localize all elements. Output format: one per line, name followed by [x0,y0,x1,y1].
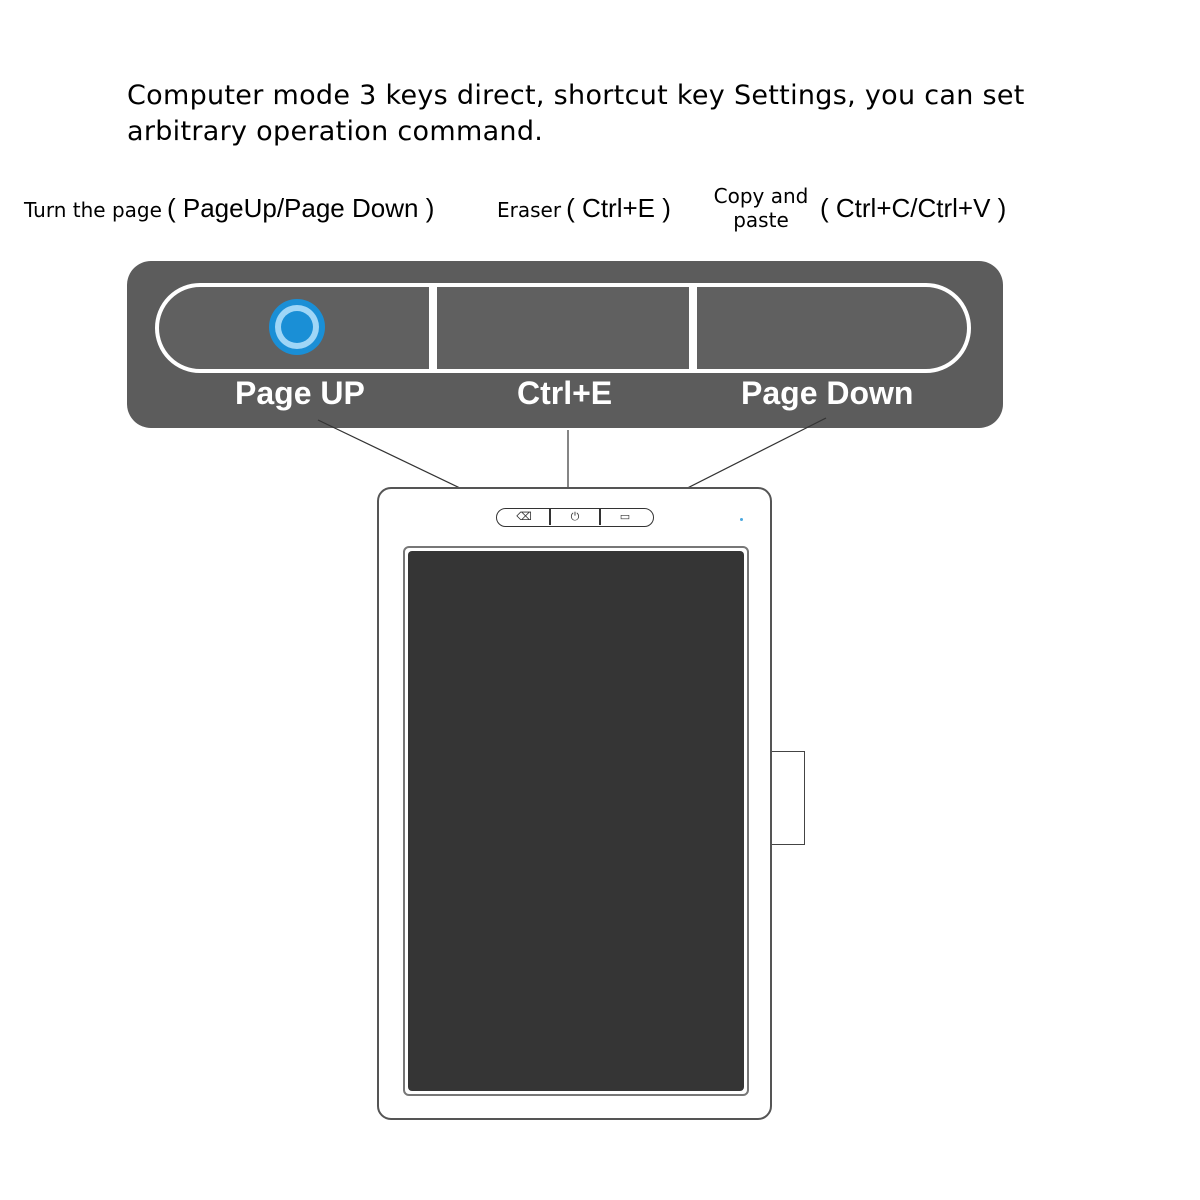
eraser-name: Eraser [497,198,562,222]
tablet-button-divider [599,509,601,525]
eraser-shortcut: ( Ctrl+E ) [566,193,671,223]
key-divider [689,287,697,369]
tablet-device [377,487,772,1120]
key-panel: Page UP Ctrl+E Page Down [127,261,1003,428]
tablet-screen-frame [403,546,749,1096]
copy-paste-name: Copy and paste [706,184,816,232]
copy-paste-shortcut: ( Ctrl+C/Ctrl+V ) [820,193,1007,223]
headline: Computer mode 3 keys direct, shortcut ke… [127,78,1087,150]
turn-page-shortcut: ( PageUp/Page Down ) [166,193,435,223]
status-led-icon [740,518,743,521]
save-icon[interactable]: ▭ [619,510,631,523]
key-label-page-up: Page UP [235,375,365,411]
tablet-button-divider [549,509,551,525]
headline-line-2: arbitrary operation command. [127,116,544,147]
copy-paste-label: ( Ctrl+C/Ctrl+V ) [820,193,1006,224]
turn-page-label: Turn the page ( PageUp/Page Down ) [24,193,434,224]
tablet-button-bar: ⌫ ⏻ ▭ [496,508,654,527]
turn-page-name: Turn the page [24,198,162,222]
copy-paste-name-line-2: paste [733,208,789,232]
pen-holder-tab [772,751,805,845]
key-label-page-down: Page Down [741,375,914,411]
power-icon[interactable]: ⏻ [570,510,580,523]
key-label-ctrl-e: Ctrl+E [517,375,613,411]
selected-key-indicator-icon [269,299,325,355]
tablet-screen [408,551,744,1091]
key-divider [429,287,437,369]
eraser-icon[interactable]: ⌫ [516,510,532,523]
copy-paste-name-line-1: Copy and [713,184,809,208]
eraser-label: Eraser ( Ctrl+E ) [497,193,671,224]
headline-line-1: Computer mode 3 keys direct, shortcut ke… [127,80,1025,111]
